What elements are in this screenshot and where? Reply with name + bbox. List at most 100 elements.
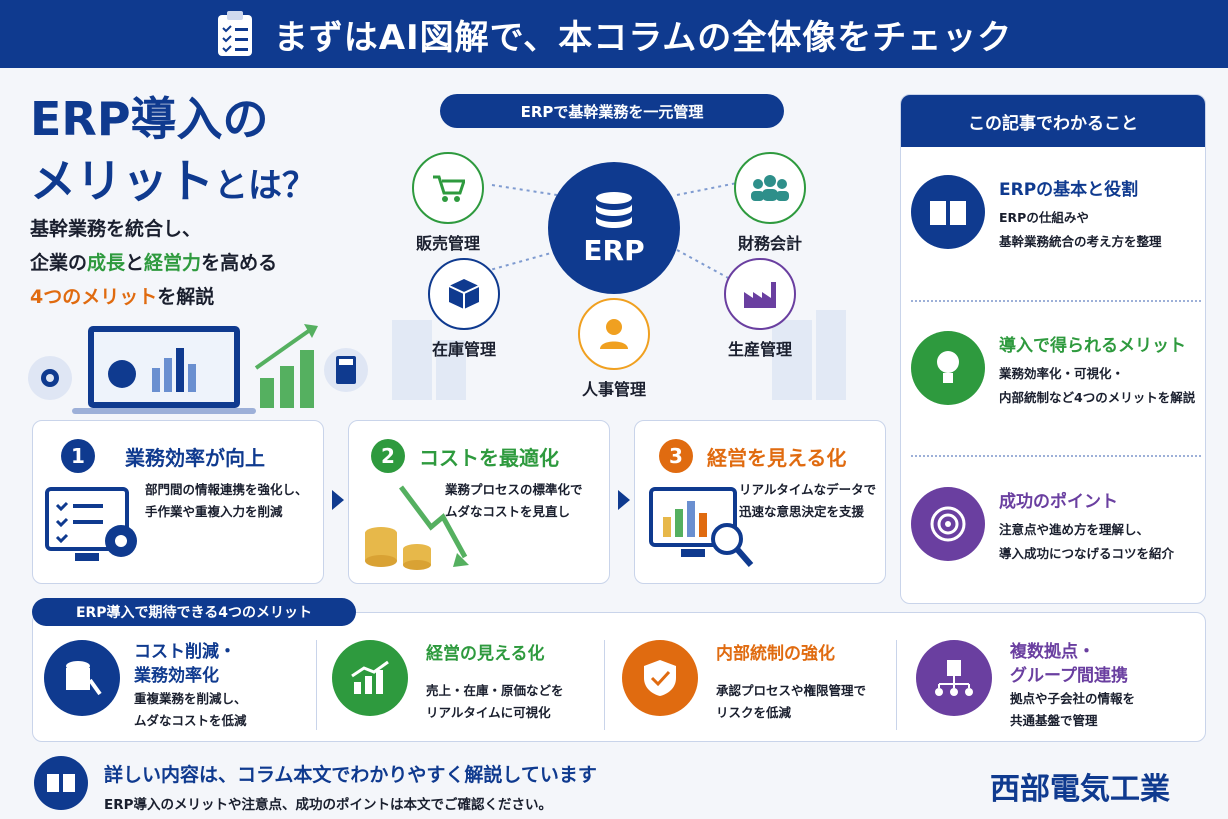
- side-item-1-desc2: 基幹業務統合の考え方を整理: [999, 234, 1162, 249]
- gear-icon: [41, 369, 59, 387]
- node-hr-label: 人事管理: [581, 380, 646, 399]
- dashboard-illustration: [28, 324, 368, 414]
- node-hr: 人事管理: [578, 298, 650, 400]
- benefit-3-desc1: 承認プロセスや権限管理で: [716, 683, 867, 698]
- hero-sub2a: 企業の: [30, 252, 88, 274]
- benefit-3-desc2: リスクを低減: [716, 705, 792, 720]
- divider: [911, 455, 1201, 457]
- analytics-magnifier-icon: [649, 487, 754, 567]
- erp-hub: ERP: [548, 162, 680, 294]
- side-panel: この記事でわかること ERPの基本と役割 ERPの仕組みや 基幹業務統合の考え方…: [900, 94, 1206, 604]
- benefit-1-desc1: 重複業務を削減し、: [134, 691, 247, 706]
- footer-text: 詳しい内容は、コラム本文でわかりやすく解説しています ERP導入のメリットや注意…: [104, 760, 597, 813]
- side-item-2-title: 導入で得られるメリット: [999, 336, 1186, 356]
- benefit-4: 複数拠点・ グループ間連携 拠点や子会社の情報を 共通基盤で管理: [916, 640, 1135, 732]
- benefit-4-desc2: 共通基盤で管理: [1010, 713, 1098, 728]
- box-icon: [448, 279, 480, 309]
- factory-icon: [744, 282, 776, 308]
- benefit-4-desc1: 拠点や子会社の情報を: [1010, 691, 1136, 706]
- step-number-3: 3: [659, 439, 693, 473]
- benefit-4-title2: グループ間連携: [1010, 666, 1128, 686]
- target-icon: [911, 487, 985, 561]
- hero-sub2c: と: [125, 252, 145, 274]
- side-item-2-desc2: 内部統制など4つのメリットを解説: [999, 390, 1196, 405]
- benefits-pill: ERP導入で期待できる4つのメリット: [32, 598, 356, 626]
- arrow-right-icon: [332, 490, 344, 510]
- divider: [316, 640, 317, 730]
- hero-title-line1: ERP導入の: [30, 92, 269, 146]
- side-item-3: 成功のポイント 注意点や進め方を理解し、 導入成功につなげるコツを紹介: [911, 487, 1174, 566]
- benefits-panel: [32, 612, 1206, 742]
- footer-title: 詳しい内容は、コラム本文でわかりやすく解説しています: [104, 764, 597, 786]
- side-item-1-title: ERPの基本と役割: [999, 180, 1139, 200]
- hero-sub3a: 4つのメリット: [30, 286, 158, 308]
- database-down-icon: [44, 640, 120, 716]
- step-number-2: 2: [371, 439, 405, 473]
- step-title-2: コストを最適化: [419, 445, 559, 470]
- brand-logo: 西部電気工業: [990, 772, 1170, 807]
- growth-chart-icon: [254, 324, 318, 408]
- hero-sub1: 基幹業務を統合し、: [30, 218, 202, 240]
- erp-hub-label: ERP: [583, 233, 645, 267]
- calculator-icon: [324, 348, 368, 392]
- step-title-1: 業務効率が向上: [125, 445, 265, 470]
- hero-title-line2a: メリット: [30, 154, 214, 208]
- node-inventory-label: 在庫管理: [431, 340, 496, 359]
- side-item-2-desc1: 業務効率化・可視化・: [999, 366, 1125, 381]
- benefit-2-title: 経営の見える化: [426, 644, 545, 664]
- arrow-right-icon: [618, 490, 630, 510]
- divider: [604, 640, 605, 730]
- bar-chart-up-icon: [332, 640, 408, 716]
- benefit-3: 内部統制の強化 承認プロセスや権限管理で リスクを低減: [622, 640, 866, 724]
- node-finance-label: 財務会計: [737, 234, 802, 253]
- hero-sub3b: を解説: [157, 286, 215, 308]
- side-item-3-title: 成功のポイント: [999, 492, 1118, 512]
- benefit-3-title: 内部統制の強化: [716, 644, 835, 664]
- step-desc-1a: 部門間の情報連携を強化し、: [145, 482, 308, 497]
- diagram-pill: ERPで基幹業務を一元管理: [440, 94, 784, 128]
- diagram-connectors: [392, 179, 846, 400]
- shield-check-icon: [622, 640, 698, 716]
- hero-sub2b: 成長: [87, 252, 126, 274]
- checklist-monitor-icon: [45, 487, 137, 561]
- side-item-2: 導入で得られるメリット 業務効率化・可視化・ 内部統制など4つのメリットを解説: [911, 331, 1195, 410]
- node-sales-label: 販売管理: [415, 234, 480, 253]
- node-production-label: 生産管理: [727, 340, 792, 359]
- network-building-icon: [916, 640, 992, 716]
- hero-subtitle: 基幹業務を統合し、 企業の成長と経営力を高める 4つのメリットを解説: [30, 212, 277, 314]
- database-icon: [596, 191, 632, 228]
- lightbulb-icon: [911, 331, 985, 405]
- footer-desc: ERP導入のメリットや注意点、成功のポイントは本文でご確認ください。: [104, 797, 553, 813]
- hero-sub2d: 経営力: [144, 252, 202, 274]
- divider: [896, 640, 897, 730]
- benefit-4-title1: 複数拠点・: [1010, 642, 1095, 662]
- coins-down-icon: [365, 485, 469, 570]
- side-item-3-desc1: 注意点や進め方を理解し、: [999, 522, 1150, 537]
- open-book-icon: [34, 756, 88, 810]
- hero-title-line2b: とは？: [214, 166, 316, 206]
- hero-sub2e: を高める: [201, 252, 278, 274]
- step-desc-3a: リアルタイムなデータで: [739, 482, 877, 497]
- step-desc-1b: 手作業や重複入力を削減: [145, 504, 283, 519]
- side-panel-header: この記事でわかること: [901, 95, 1205, 147]
- node-sales: 販売管理: [412, 152, 484, 254]
- side-item-1-desc1: ERPの仕組みや: [999, 210, 1089, 225]
- benefit-2-desc2: リアルタイムに可視化: [426, 705, 551, 720]
- banner-title: まずはAI図解で、本コラムの全体像をチェック: [273, 17, 1013, 58]
- top-banner: まずはAI図解で、本コラムの全体像をチェック: [0, 0, 1228, 68]
- node-finance: 財務会計: [734, 152, 806, 254]
- side-item-1: ERPの基本と役割 ERPの仕組みや 基幹業務統合の考え方を整理: [911, 175, 1162, 254]
- side-item-3-desc2: 導入成功につなげるコツを紹介: [999, 546, 1175, 561]
- step-desc-3b: 迅速な意思決定を支援: [739, 504, 865, 519]
- benefit-1-desc2: ムダなコストを低減: [134, 713, 247, 728]
- step-card-2: 2 コストを最適化 業務プロセスの標準化で ムダなコストを見直し: [348, 420, 610, 584]
- cart-icon: [433, 175, 465, 202]
- people-icon: [751, 175, 789, 201]
- step-desc-2a: 業務プロセスの標準化で: [445, 482, 583, 497]
- step-card-3: 3 経営を見える化 リアルタイムなデータで 迅速な意思決定を支援: [634, 420, 886, 584]
- step-card-1: 1 業務効率が向上 部門間の情報連携を強化し、 手作業や重複入力を削減: [32, 420, 324, 584]
- benefit-1-title2: 業務効率化: [134, 666, 219, 686]
- step-desc-2b: ムダなコストを見直し: [445, 504, 571, 519]
- benefit-2: 経営の見える化 売上・在庫・原価などを リアルタイムに可視化: [332, 640, 564, 724]
- hero-title: ERP導入の メリットとは？: [30, 88, 316, 217]
